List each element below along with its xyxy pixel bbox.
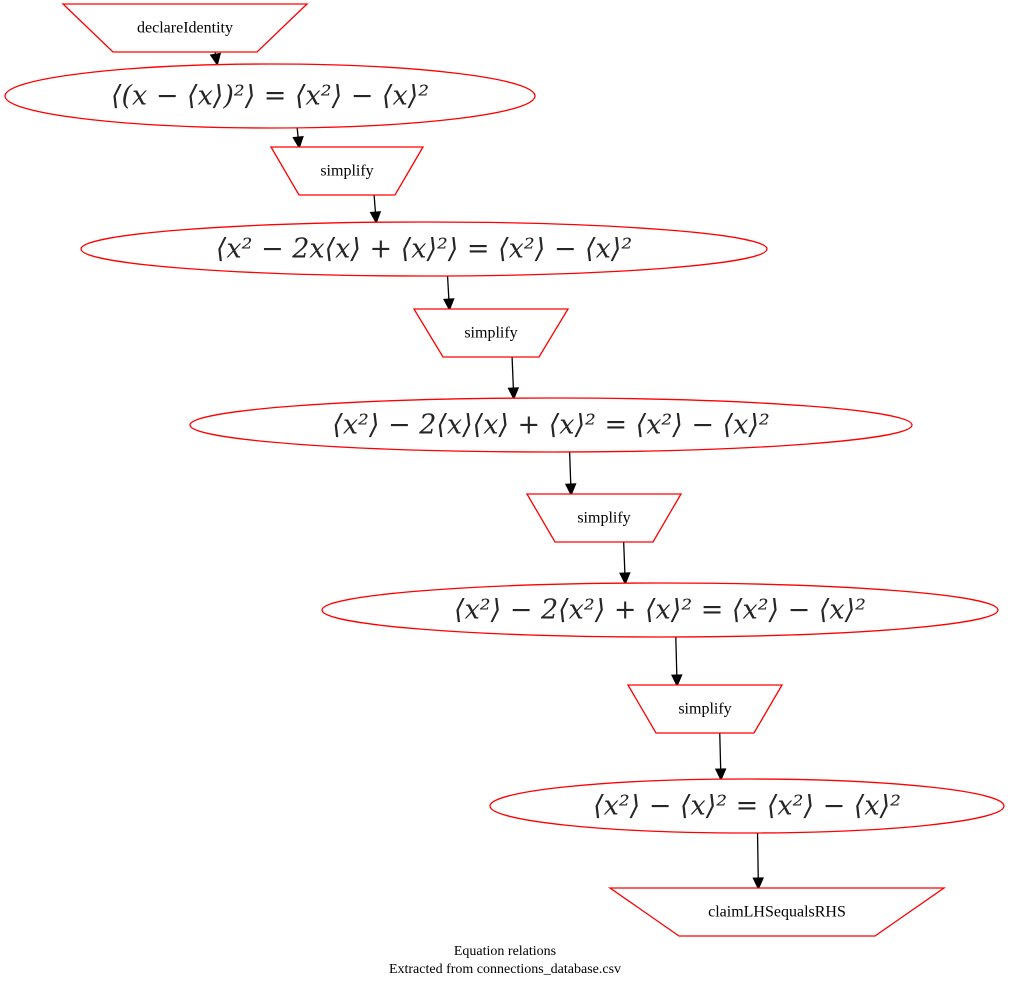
arrowhead-op2-to-expr2: [369, 211, 382, 225]
expression-ellipse-expr3: [189, 397, 913, 453]
operation-trapezoid-op2: [269, 146, 425, 196]
arrowhead-expr1-to-op2: [292, 135, 304, 150]
operation-trapezoid-op3: [412, 308, 570, 358]
operation-label-op4: simplify: [577, 510, 630, 527]
expression-label-expr5: ⟨x²⟩ − ⟨x⟩² = ⟨x²⟩ − ⟨x⟩²: [593, 791, 901, 822]
caption-source: Extracted from connections_database.csv: [389, 962, 621, 977]
operation-trapezoid-op4: [525, 493, 683, 543]
edge-expr5-to-op6: [756, 830, 759, 879]
expression-label-expr4: ⟨x²⟩ − 2⟨x²⟩ + ⟨x⟩² = ⟨x²⟩ − ⟨x⟩²: [454, 595, 866, 626]
operation-trapezoid-op5: [626, 684, 784, 734]
edge-op4-to-expr4: [622, 539, 626, 574]
operation-label-op1: declareIdentity: [137, 20, 233, 37]
edge-op5-to-expr5: [719, 730, 722, 770]
operation-node-op4: simplify: [525, 493, 683, 543]
caption-title: Equation relations: [454, 944, 556, 959]
edge-expr2-to-op3: [446, 273, 450, 300]
expression-node-expr2: ⟨x² − 2x⟨x⟩ + ⟨x⟩²⟩ = ⟨x²⟩ − ⟨x⟩²: [80, 221, 768, 277]
edge-expr3-to-op4: [568, 449, 572, 485]
expression-node-expr1: ⟨(x − ⟨x⟩)²⟩ = ⟨x²⟩ − ⟨x⟩²: [4, 63, 536, 129]
arrowhead-op5-to-expr5: [714, 768, 727, 782]
arrowhead-expr3-to-op4: [564, 483, 577, 497]
expression-label-expr1: ⟨(x − ⟨x⟩)²⟩ = ⟨x²⟩ − ⟨x⟩²: [111, 81, 429, 112]
edges-layer: [209, 49, 764, 891]
operation-node-op1: declareIdentity: [61, 3, 309, 53]
expression-ellipse-expr5: [489, 778, 1005, 834]
expression-ellipse-expr2: [80, 221, 768, 277]
arrowhead-op3-to-expr3: [507, 387, 520, 401]
operation-label-op5: simplify: [678, 701, 731, 718]
nodes-layer: declareIdentity ⟨(x − ⟨x⟩)²⟩ = ⟨x²⟩ − ⟨x⟩…: [4, 3, 1005, 937]
arrowhead-expr2-to-op3: [443, 298, 455, 312]
operation-label-op6: claimLHSequalsRHS: [708, 904, 846, 921]
arrowhead-op4-to-expr4: [619, 572, 631, 586]
operation-node-op6: claimLHSequalsRHS: [607, 887, 947, 937]
operation-node-op2: simplify: [269, 146, 425, 196]
expression-label-expr3: ⟨x²⟩ − 2⟨x⟩⟨x⟩ + ⟨x⟩² = ⟨x²⟩ − ⟨x⟩²: [332, 410, 769, 441]
operation-node-op3: simplify: [412, 308, 570, 358]
arrowhead-expr4-to-op5: [671, 674, 683, 688]
expression-ellipse-expr4: [321, 582, 999, 638]
arrowhead-expr5-to-op6: [752, 877, 764, 891]
edge-op3-to-expr3: [511, 354, 514, 389]
operation-label-op3: simplify: [464, 325, 517, 342]
expression-ellipse-expr1: [4, 63, 536, 129]
operation-label-op2: simplify: [320, 163, 373, 180]
expression-node-expr3: ⟨x²⟩ − 2⟨x⟩⟨x⟩ + ⟨x⟩² = ⟨x²⟩ − ⟨x⟩²: [189, 397, 913, 453]
operation-trapezoid-op1: [61, 3, 309, 53]
expression-node-expr4: ⟨x²⟩ − 2⟨x²⟩ + ⟨x⟩² = ⟨x²⟩ − ⟨x⟩²: [321, 582, 999, 638]
expression-label-expr2: ⟨x² − 2x⟨x⟩ + ⟨x⟩²⟩ = ⟨x²⟩ − ⟨x⟩²: [216, 234, 632, 265]
expression-node-expr5: ⟨x²⟩ − ⟨x⟩² = ⟨x²⟩ − ⟨x⟩²: [489, 778, 1005, 834]
edge-expr4-to-op5: [675, 634, 678, 676]
edge-op2-to-expr2: [373, 192, 377, 213]
operation-trapezoid-op6: [607, 887, 947, 937]
operation-node-op5: simplify: [626, 684, 784, 734]
arrowhead-op1-to-expr1: [209, 52, 222, 67]
